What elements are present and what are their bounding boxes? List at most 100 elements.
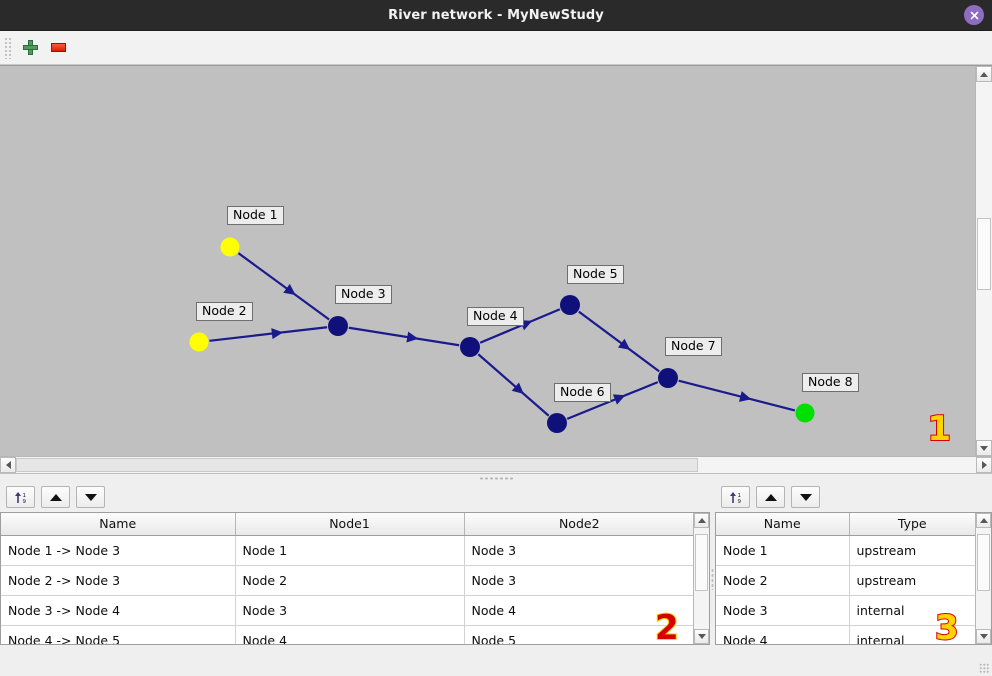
close-icon[interactable] <box>964 5 984 25</box>
nodes-status-strip <box>715 645 992 676</box>
nodes-column-header-0[interactable]: Name <box>716 513 850 536</box>
table-cell[interactable]: Node 3 <box>464 565 693 596</box>
table-cell[interactable]: Node 1 <box>235 535 465 566</box>
graph-edge[interactable] <box>566 381 659 420</box>
nodes-vertical-scrollbar[interactable] <box>975 513 991 644</box>
table-cell[interactable]: Node 4 -> Node 5 <box>1 625 236 644</box>
graph-node-node-1[interactable] <box>220 237 240 257</box>
graph-node-node-2[interactable] <box>189 332 209 352</box>
reaches-move-up-button[interactable] <box>41 486 70 508</box>
table-cell[interactable]: Node 4 <box>464 595 693 626</box>
graph-scroll-up-button[interactable] <box>976 66 992 82</box>
reaches-column-header-0[interactable]: Name <box>1 513 236 536</box>
nodes-move-up-button[interactable] <box>756 486 785 508</box>
graph-node-node-6[interactable] <box>547 413 567 433</box>
table-cell[interactable]: Node 4 <box>235 625 465 644</box>
graph-hscroll-track[interactable] <box>16 457 976 473</box>
graph-edge[interactable] <box>678 379 796 412</box>
graph-hscroll-thumb[interactable] <box>16 458 698 472</box>
nodes-scroll-down-button[interactable] <box>976 629 991 644</box>
add-node-button[interactable] <box>16 35 44 61</box>
nodes-sort-button[interactable]: 1 9 <box>721 486 750 508</box>
table-cell[interactable]: Node 3 <box>235 595 465 626</box>
window-resize-grip[interactable] <box>979 663 989 673</box>
graph-node-label-node-7[interactable]: Node 7 <box>665 337 722 356</box>
graph-vscroll-track[interactable] <box>976 82 992 440</box>
graph-scroll-left-button[interactable] <box>0 457 16 473</box>
graph-edge[interactable] <box>479 308 561 344</box>
nodes-vscroll-thumb[interactable] <box>977 534 990 591</box>
table-cell[interactable]: Node 2 <box>235 565 465 596</box>
table-cell[interactable]: Node 1 -> Node 3 <box>1 535 236 566</box>
network-graph-panel: Node 1 Node 2 Node 3 Node 4 Node 5 Node 6 Node… <box>0 65 992 456</box>
graph-horizontal-scrollbar[interactable] <box>0 456 992 473</box>
toolbar-drag-handle[interactable] <box>4 36 12 59</box>
graph-node-label-node-6[interactable]: Node 6 <box>554 383 611 402</box>
reaches-scroll-down-button[interactable] <box>694 629 709 644</box>
table-cell[interactable]: Node 2 <box>716 565 850 596</box>
horizontal-splitter[interactable] <box>0 473 992 482</box>
graph-vertical-scrollbar[interactable] <box>975 66 992 456</box>
graph-node-label-node-8[interactable]: Node 8 <box>802 373 859 392</box>
graph-edge[interactable] <box>477 353 550 417</box>
graph-node-label-node-5[interactable]: Node 5 <box>567 265 624 284</box>
graph-vscroll-thumb[interactable] <box>977 218 991 290</box>
table-cell[interactable]: Node 3 <box>716 595 850 626</box>
graph-edge-arrow-icon <box>511 382 524 394</box>
graph-edge[interactable] <box>209 326 328 342</box>
graph-edge[interactable] <box>578 310 660 373</box>
reaches-scroll-up-button[interactable] <box>694 513 709 528</box>
graph-scroll-right-button[interactable] <box>976 457 992 473</box>
reaches-sort-button[interactable]: 1 9 <box>6 486 35 508</box>
nodes-move-down-button[interactable] <box>791 486 820 508</box>
graph-node-label-node-1[interactable]: Node 1 <box>227 206 284 225</box>
graph-edge[interactable] <box>348 326 460 347</box>
nodes-column-header-1[interactable]: Type <box>849 513 975 536</box>
graph-node-node-8[interactable] <box>795 403 815 423</box>
table-cell[interactable]: upstream <box>849 535 975 566</box>
reaches-vertical-scrollbar[interactable] <box>693 513 709 644</box>
reaches-move-down-button[interactable] <box>76 486 105 508</box>
tables-vertical-splitter[interactable] <box>710 482 715 676</box>
graph-node-label-node-2[interactable]: Node 2 <box>196 302 253 321</box>
graph-node-node-4[interactable] <box>460 337 480 357</box>
graph-node-node-7[interactable] <box>658 368 678 388</box>
minus-icon <box>50 43 66 52</box>
reaches-vscroll-thumb[interactable] <box>695 534 708 591</box>
table-cell[interactable]: Node 1 <box>716 535 850 566</box>
graph-scroll-down-button[interactable] <box>976 440 992 456</box>
graph-edge[interactable] <box>237 252 330 321</box>
reaches-column-header-2[interactable]: Node2 <box>464 513 693 536</box>
table-cell[interactable]: internal <box>849 625 975 644</box>
graph-node-label-node-4[interactable]: Node 4 <box>467 307 524 326</box>
nodes-scroll-up-button[interactable] <box>976 513 991 528</box>
network-graph-canvas[interactable]: Node 1 Node 2 Node 3 Node 4 Node 5 Node 6 Node… <box>0 66 975 456</box>
graph-node-node-5[interactable] <box>560 295 580 315</box>
table-cell[interactable]: upstream <box>849 565 975 596</box>
table-cell[interactable]: internal <box>849 595 975 626</box>
nodes-vscroll-track[interactable] <box>976 528 991 629</box>
table-cell[interactable]: Node 4 <box>716 625 850 644</box>
table-cell[interactable]: Node 5 <box>464 625 693 644</box>
remove-node-button[interactable] <box>44 35 72 61</box>
table-cell[interactable]: Node 3 -> Node 4 <box>1 595 236 626</box>
graph-node-label-node-3[interactable]: Node 3 <box>335 285 392 304</box>
reaches-column-header-1[interactable]: Node1 <box>235 513 465 536</box>
table-cell[interactable]: Node 3 <box>464 535 693 566</box>
table-cell[interactable]: Node 2 -> Node 3 <box>1 565 236 596</box>
graph-node-node-3[interactable] <box>328 316 348 336</box>
reaches-vscroll-track[interactable] <box>694 528 709 629</box>
